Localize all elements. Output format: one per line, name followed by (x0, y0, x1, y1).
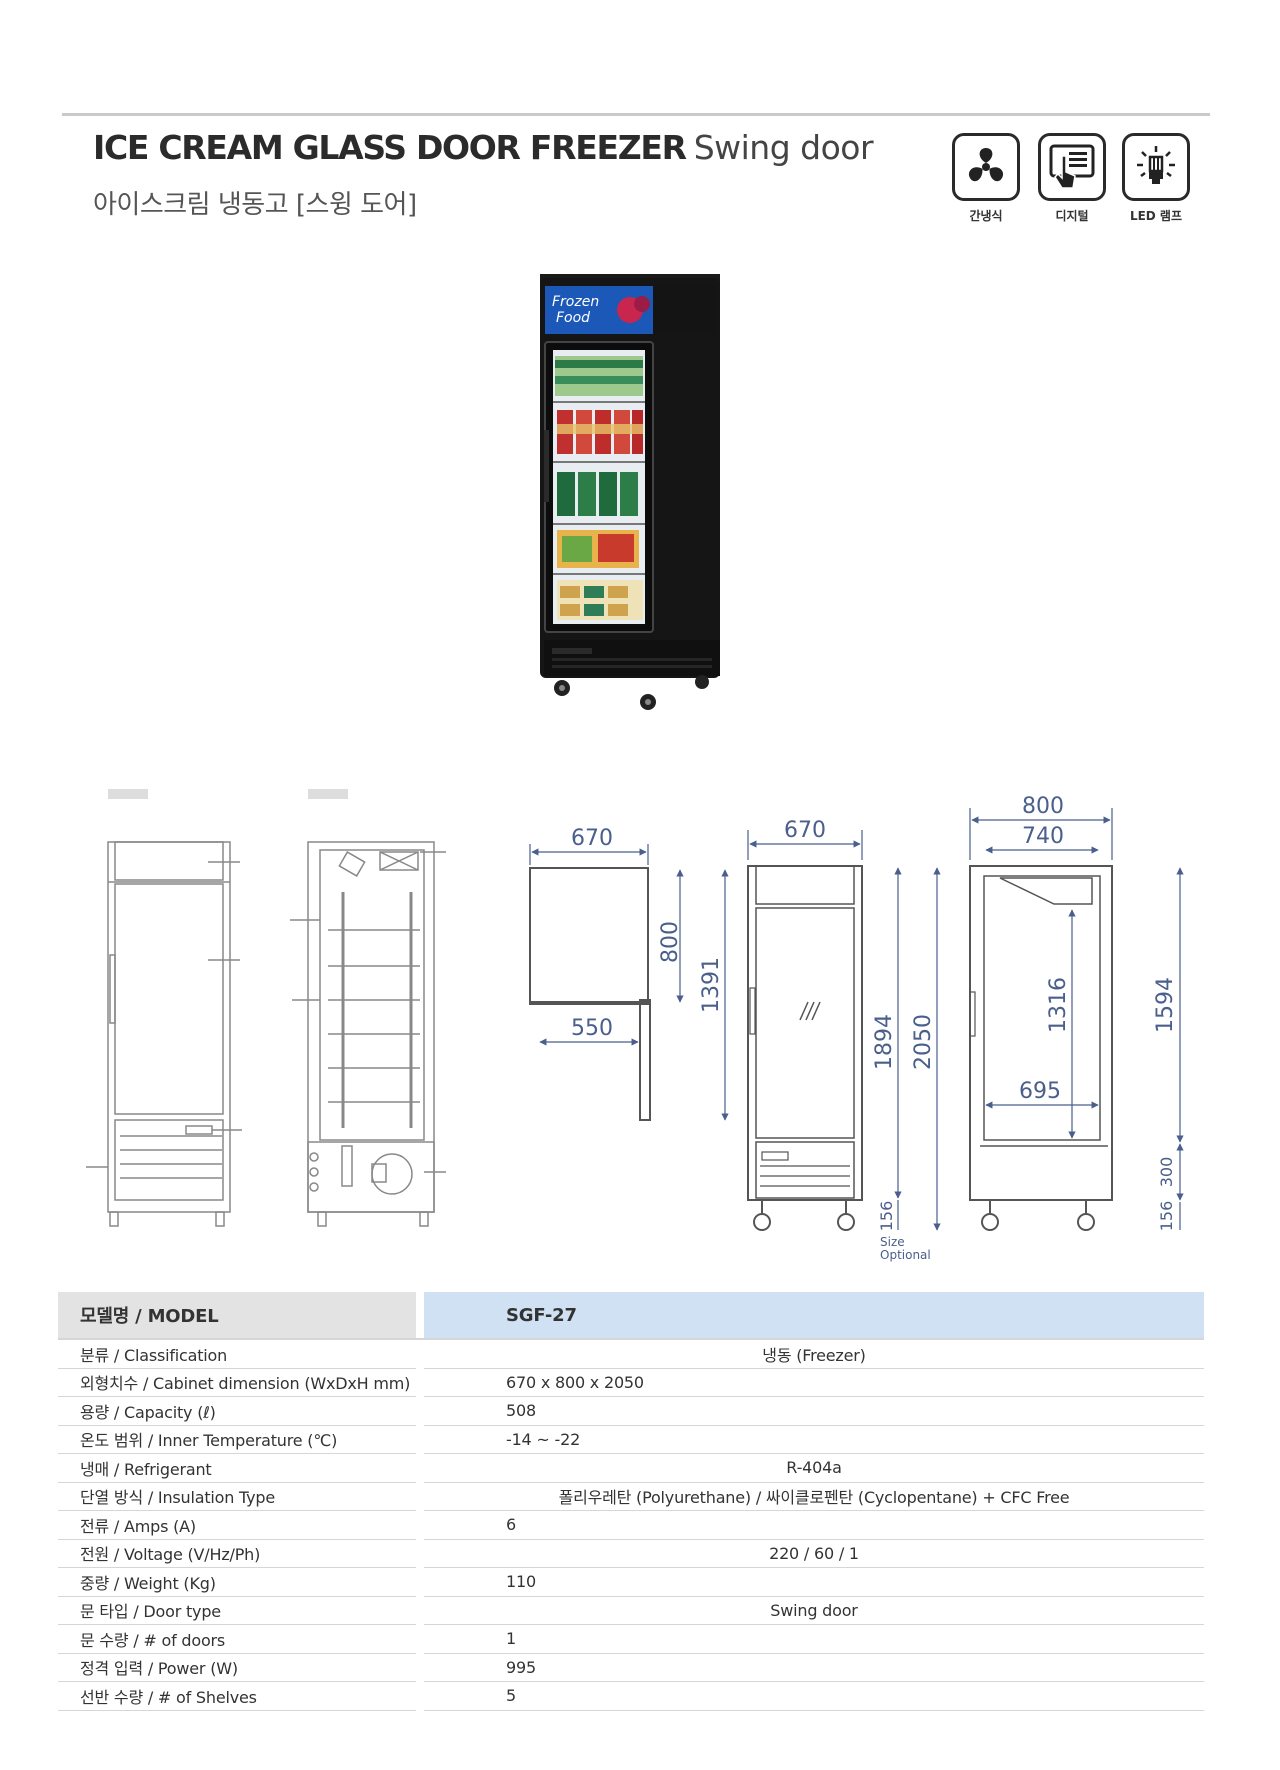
spec-label: 단열 방식 / Insulation Type (58, 1483, 416, 1511)
front-schematic (86, 789, 242, 1227)
dim-right-width-inner: 740 (1022, 824, 1064, 849)
page-subtitle: 아이스크림 냉동고 [스윙 도어] (93, 190, 417, 220)
front-view-drawing: 670 1894 2050 156 Size Optional (747, 818, 941, 1262)
spec-label: 온도 범위 / Inner Temperature (℃) (58, 1426, 416, 1454)
title-light: Swing door (693, 128, 874, 167)
spec-value: 995 (424, 1654, 1204, 1682)
dim-right-inner-height: 1316 (1046, 977, 1071, 1033)
side-schematic (290, 789, 446, 1227)
feature-label: LED 램프 (1129, 209, 1183, 223)
dim-side-height: 1391 (699, 957, 724, 1013)
spec-row: 외형치수 / Cabinet dimension (WxDxH mm) 670 x… (58, 1369, 1204, 1397)
spec-row: 분류 / Classification 냉동 (Freezer) (58, 1340, 1204, 1369)
feature-digital: 디지털 (1034, 133, 1110, 224)
sign-text-2: Food (556, 310, 590, 326)
side-view-drawing: 670 800 1391 550 (529, 826, 729, 1121)
spec-header-row: 모델명 / MODEL SGF-27 (58, 1292, 1204, 1340)
spec-value: 폴리우레탄 (Polyurethane) / 싸이클로펜탄 (Cyclopent… (424, 1483, 1204, 1511)
spec-label: 선반 수량 / # of Shelves (58, 1682, 416, 1711)
technical-drawings: 670 800 1391 550 670 1894 2050 156 (86, 789, 1184, 1262)
spec-label: 분류 / Classification (58, 1340, 416, 1369)
feature-label: 간냉식 (969, 209, 1003, 223)
spec-table: 모델명 / MODEL SGF-27 분류 / Classification 냉동… (58, 1292, 1204, 1711)
dim-right-height: 1594 (1153, 977, 1178, 1033)
feature-fan: 간냉식 (948, 133, 1024, 224)
spec-value: 5 (424, 1682, 1204, 1711)
led-lamp-icon (1122, 133, 1190, 201)
dim-front-total: 2050 (911, 1014, 936, 1070)
spec-value: R-404a (424, 1454, 1204, 1483)
fan-icon (952, 133, 1020, 201)
digital-touch-icon (1038, 133, 1106, 201)
spec-row: 전류 / Amps (A) 6 (58, 1511, 1204, 1540)
dim-right-width-outer: 800 (1022, 794, 1064, 819)
size-note-1: Size (880, 1235, 905, 1249)
spec-row: 정격 입력 / Power (W) 995 (58, 1654, 1204, 1682)
spec-row: 전원 / Voltage (V/Hz/Ph) 220 / 60 / 1 (58, 1540, 1204, 1568)
size-note-2: Optional (880, 1248, 931, 1262)
dim-front-height: 1894 (872, 1014, 897, 1070)
spec-label: 냉매 / Refrigerant (58, 1454, 416, 1483)
dim-side-top-width: 670 (571, 826, 613, 851)
spec-label: 정격 입력 / Power (W) (58, 1654, 416, 1682)
spec-label: 전류 / Amps (A) (58, 1511, 416, 1540)
spec-row: 문 수량 / # of doors 1 (58, 1625, 1204, 1654)
spec-value: 1 (424, 1625, 1204, 1654)
spec-value: 220 / 60 / 1 (424, 1540, 1204, 1568)
spec-row: 중량 / Weight (Kg) 110 (58, 1568, 1204, 1597)
spec-label: 문 수량 / # of doors (58, 1625, 416, 1654)
dim-side-depth: 800 (658, 921, 683, 963)
sign-text-1: Frozen (552, 294, 599, 310)
feature-label: 디지털 (1055, 209, 1089, 223)
spec-row: 냉매 / Refrigerant R-404a (58, 1454, 1204, 1483)
spec-label: 중량 / Weight (Kg) (58, 1568, 416, 1597)
dim-front-width: 670 (784, 818, 826, 843)
spec-row: 온도 범위 / Inner Temperature (℃) -14 ~ -22 (58, 1426, 1204, 1454)
freezer-product-image: Frozen Food (540, 274, 720, 710)
cross-section-drawing: 800 740 1316 695 1594 300 156 (969, 794, 1184, 1232)
dim-front-leg: 156 (877, 1201, 896, 1232)
spec-value: 110 (424, 1568, 1204, 1597)
spec-label: 용량 / Capacity (ℓ) (58, 1397, 416, 1426)
model-value: SGF-27 (424, 1292, 1204, 1340)
title-bold: ICE CREAM GLASS DOOR FREEZER (93, 128, 687, 167)
spec-row: 문 타입 / Door type Swing door (58, 1597, 1204, 1625)
spec-value: 670 x 800 x 2050 (424, 1369, 1204, 1397)
dim-side-door: 550 (571, 1016, 613, 1041)
spec-value: -14 ~ -22 (424, 1426, 1204, 1454)
spec-label: 문 타입 / Door type (58, 1597, 416, 1625)
model-label: 모델명 / MODEL (58, 1292, 416, 1340)
feature-led: LED 램프 (1118, 133, 1194, 224)
spec-value: 508 (424, 1397, 1204, 1426)
spec-row: 선반 수량 / # of Shelves 5 (58, 1682, 1204, 1711)
spec-label: 외형치수 / Cabinet dimension (WxDxH mm) (58, 1369, 416, 1397)
spec-label: 전원 / Voltage (V/Hz/Ph) (58, 1540, 416, 1568)
dim-right-inner-width: 695 (1019, 1079, 1061, 1104)
spec-row: 단열 방식 / Insulation Type 폴리우레탄 (Polyuretha… (58, 1483, 1204, 1511)
dim-right-base: 300 (1157, 1157, 1176, 1188)
spec-value: 6 (424, 1511, 1204, 1540)
spec-row: 용량 / Capacity (ℓ) 508 (58, 1397, 1204, 1426)
spec-value: 냉동 (Freezer) (424, 1340, 1204, 1369)
top-divider (62, 113, 1210, 116)
shelf-products (553, 356, 645, 620)
dim-right-leg: 156 (1157, 1201, 1176, 1232)
spec-value: Swing door (424, 1597, 1204, 1625)
